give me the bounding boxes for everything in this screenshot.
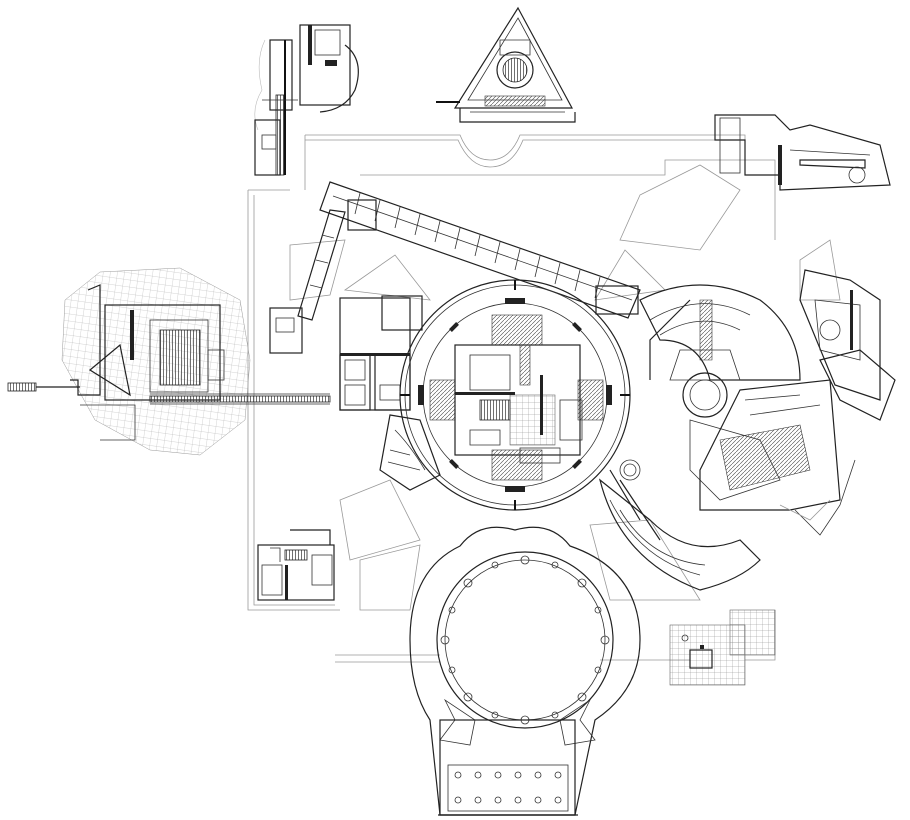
triangular-building	[436, 6, 576, 123]
circular-church	[409, 526, 641, 816]
southwest-wedge	[379, 414, 441, 491]
fragmented-building-right	[699, 269, 896, 536]
background-geometry	[289, 164, 841, 611]
grid-plaza	[669, 609, 776, 686]
central-rotunda	[399, 279, 631, 511]
connecting-bridge	[149, 393, 331, 405]
crescent-wing	[598, 284, 801, 591]
site-boundary	[247, 134, 776, 663]
small-house-bottom-left	[257, 529, 335, 601]
tower-building-top-left	[254, 24, 359, 176]
west-wing-rooms	[339, 295, 423, 411]
tower-building-top-right	[714, 114, 891, 191]
auditorium-building	[7, 267, 251, 456]
diagonal-office-bar	[269, 181, 641, 354]
